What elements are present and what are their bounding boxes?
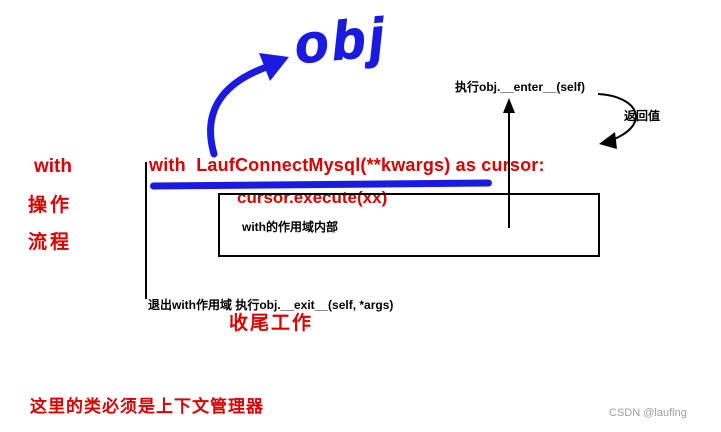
watermark: CSDN @laufing bbox=[609, 407, 687, 419]
enter-arrowhead-icon bbox=[503, 98, 515, 113]
obj-arrowhead-icon bbox=[259, 53, 289, 81]
left-title-with: with bbox=[34, 156, 72, 177]
scope-box-label: with的作用域内部 bbox=[242, 220, 338, 234]
with-statement: with LaufConnectMysql(**kwargs) as curso… bbox=[149, 155, 545, 175]
cursor-call: cursor.execute(xx) bbox=[237, 188, 388, 207]
left-title-operation: 操作 bbox=[28, 195, 73, 216]
obj-arrow bbox=[207, 64, 268, 158]
exit-note: 退出with作用域 执行obj.__exit__(self, *args) bbox=[148, 298, 394, 312]
scope-box: with的作用域内部 bbox=[218, 193, 600, 257]
return-arrowhead-icon bbox=[599, 132, 617, 149]
bottom-note: 这里的类必须是上下文管理器 bbox=[30, 397, 264, 416]
left-title-flow: 流程 bbox=[28, 232, 73, 253]
return-value-label: 返回值 bbox=[624, 109, 661, 123]
enter-call-label: 执行obj.__enter__(self) bbox=[455, 80, 586, 94]
obj-label: obj bbox=[292, 6, 391, 75]
cleanup-label: 收尾工作 bbox=[229, 313, 314, 334]
